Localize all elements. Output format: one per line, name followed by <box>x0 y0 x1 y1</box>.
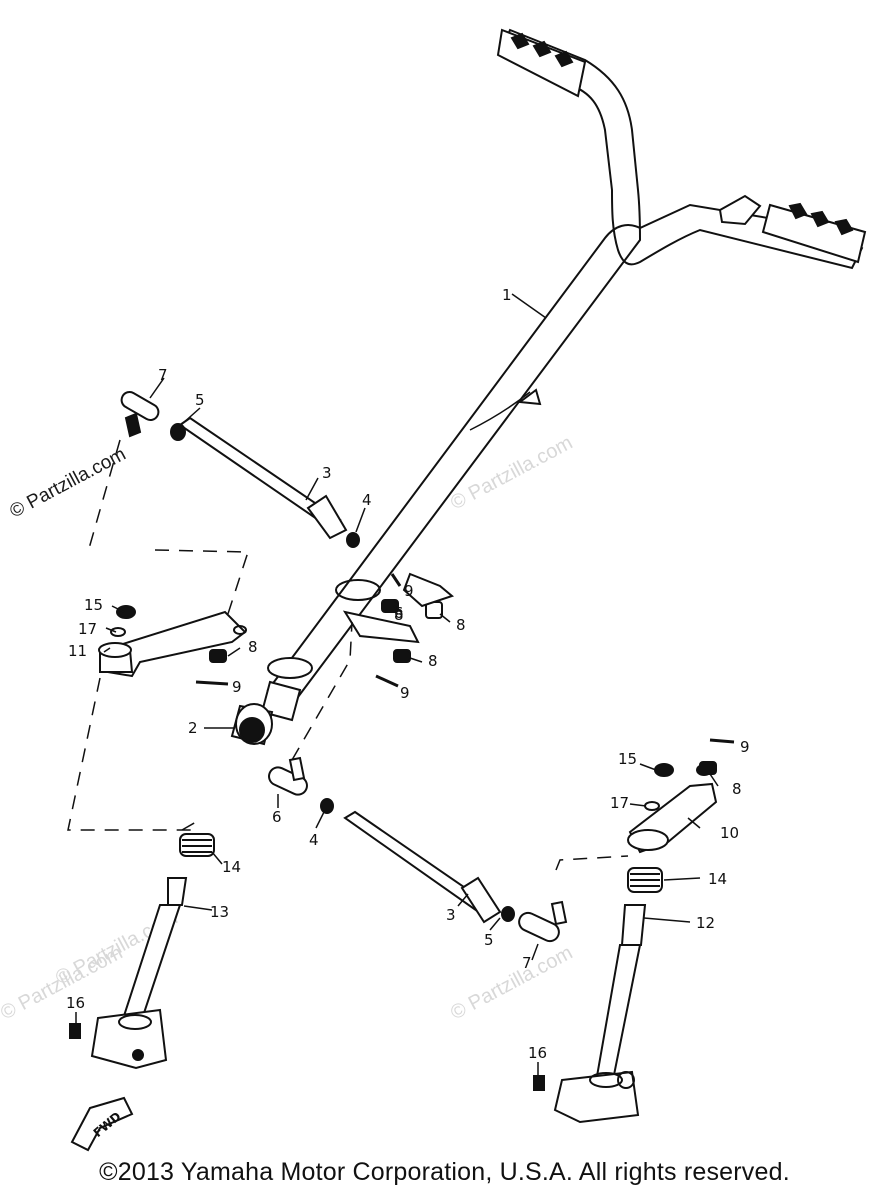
callout-8: 8 <box>456 616 466 634</box>
callout-leaders <box>75 293 719 1076</box>
spring-right <box>627 867 663 893</box>
callout-16: 16 <box>528 1044 547 1062</box>
callout-15: 15 <box>84 596 103 614</box>
callout-4: 4 <box>362 491 372 509</box>
hardware <box>69 572 735 1091</box>
callout-14: 14 <box>222 858 241 876</box>
fwd-arrow: FWD <box>70 1096 134 1152</box>
callout-8: 8 <box>248 638 258 656</box>
callout-5: 5 <box>195 391 205 409</box>
callout-6: 6 <box>272 808 282 826</box>
leader-lines <box>67 439 629 871</box>
watermark: © Partzilla.com <box>447 942 576 1025</box>
handlebar-bracket <box>517 388 542 406</box>
handlebar-grip-right <box>761 203 867 264</box>
callout-16: 16 <box>66 994 85 1012</box>
column-clamp <box>335 579 381 601</box>
callout-4: 4 <box>309 831 319 849</box>
callout-9: 9 <box>400 684 410 702</box>
spindle-right <box>553 904 647 1124</box>
callout-9: 9 <box>404 582 414 600</box>
copyright-notice: ©2013 Yamaha Motor Corporation, U.S.A. A… <box>99 1158 790 1186</box>
callout-6: 6 <box>394 604 404 622</box>
callout-12: 12 <box>696 914 715 932</box>
callout-7: 7 <box>522 954 532 972</box>
callouts: 1 2 3 3 4 4 5 5 6 6 7 7 8 8 8 8 8 9 9 9 … <box>66 286 750 1062</box>
handlebar-seam <box>469 391 531 431</box>
tie-rod-lower <box>268 756 568 943</box>
spring-left <box>179 833 215 857</box>
callout-5: 5 <box>484 931 494 949</box>
callout-7: 7 <box>158 366 168 384</box>
callout-1: 1 <box>502 286 512 304</box>
callout-9: 9 <box>740 738 750 756</box>
column-collar <box>267 657 313 679</box>
callout-8: 8 <box>732 780 742 798</box>
handlebar-tube <box>266 28 864 707</box>
callout-17: 17 <box>610 794 629 812</box>
steering-arm-right <box>627 763 718 854</box>
callout-17: 17 <box>78 620 97 638</box>
steering-arm-left <box>98 605 247 678</box>
throttle-lever <box>718 194 762 226</box>
callout-15: 15 <box>618 750 637 768</box>
callout-2: 2 <box>188 719 198 737</box>
callout-14: 14 <box>708 870 727 888</box>
callout-3: 3 <box>322 464 332 482</box>
callout-8: 8 <box>428 652 438 670</box>
callout-8: 8 <box>394 606 404 624</box>
bushing <box>230 680 302 746</box>
callout-9: 9 <box>232 678 242 696</box>
callout-10: 10 <box>720 824 739 842</box>
callout-11: 11 <box>68 642 87 660</box>
watermark-dark: © Partzilla.com <box>6 444 129 523</box>
callout-3: 3 <box>446 906 456 924</box>
handlebar <box>266 28 867 707</box>
callout-13: 13 <box>210 903 229 921</box>
spindle-left <box>90 877 188 1070</box>
grip-pattern <box>510 32 854 236</box>
